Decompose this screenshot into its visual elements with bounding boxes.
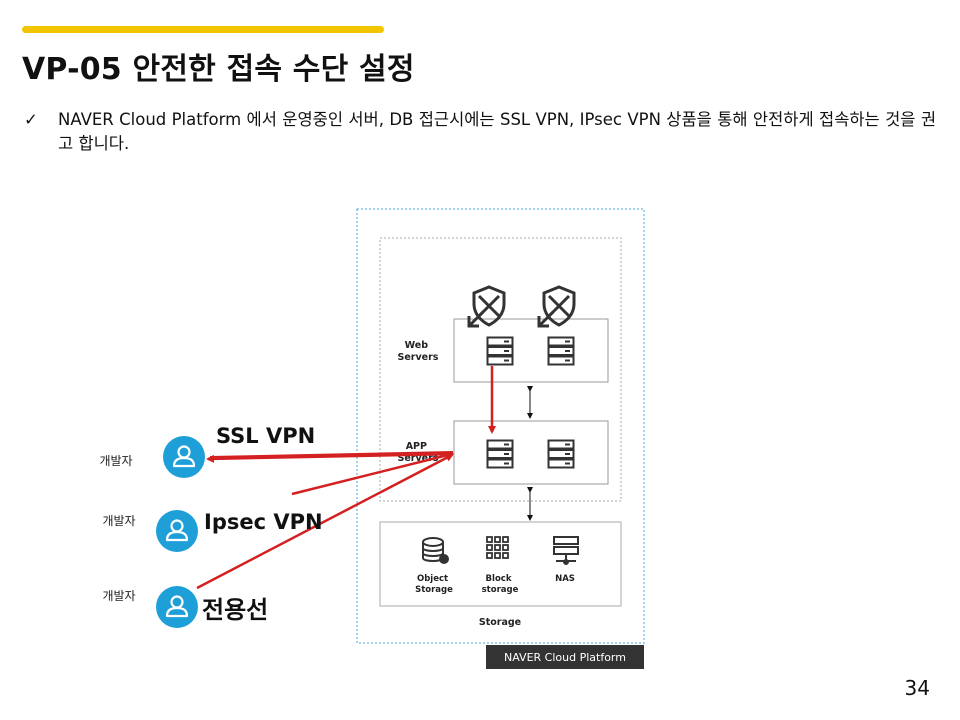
page-title: VP-05 안전한 접속 수단 설정 [22,52,415,87]
user-icon [155,585,199,629]
bullet-text: NAVER Cloud Platform 에서 운영중인 서버, DB 접근시에… [58,110,936,153]
compute-zone [379,237,622,502]
storage-label: Storage [479,617,521,628]
bullet-point: ✓ NAVER Cloud Platform 에서 운영중인 서버, DB 접근… [24,108,936,156]
developer-label: 개발자 [99,454,132,468]
object-storage-label: Object Storage [415,574,453,595]
title-accent-bar [22,26,384,33]
nas-icon [553,536,579,565]
dedicated-line-label: 전용선 [202,596,268,624]
checkmark-icon: ✓ [24,110,38,129]
ssl-vpn-label: SSL VPN [216,424,315,448]
web-servers-label: Web Servers [398,340,439,363]
platform-label-tag [486,645,644,669]
storage-box [379,521,622,607]
app-servers-label: APP Servers [398,441,439,464]
ipsec-vpn-arrow [291,451,454,496]
page-number: 34 [904,676,930,700]
grid-icon [486,536,509,559]
database-icon [422,537,449,564]
developer-label: 개발자 [102,514,135,528]
dedicated-line-arrow [196,453,454,590]
platform-label: NAVER Cloud Platform [504,651,626,664]
ipsec-vpn-label: Ipsec VPN [204,510,323,534]
nas-label: NAS [555,574,575,584]
app-server-box [453,420,609,485]
web-server-box [453,318,609,383]
ssl-vpn-return-line [209,451,454,458]
developer-label: 개발자 [102,589,135,603]
user-icon [155,509,199,553]
user-icon [162,435,206,479]
platform-boundary [356,208,645,644]
ssl-vpn-arrow [206,452,454,463]
block-storage-label: Block storage [482,574,519,595]
